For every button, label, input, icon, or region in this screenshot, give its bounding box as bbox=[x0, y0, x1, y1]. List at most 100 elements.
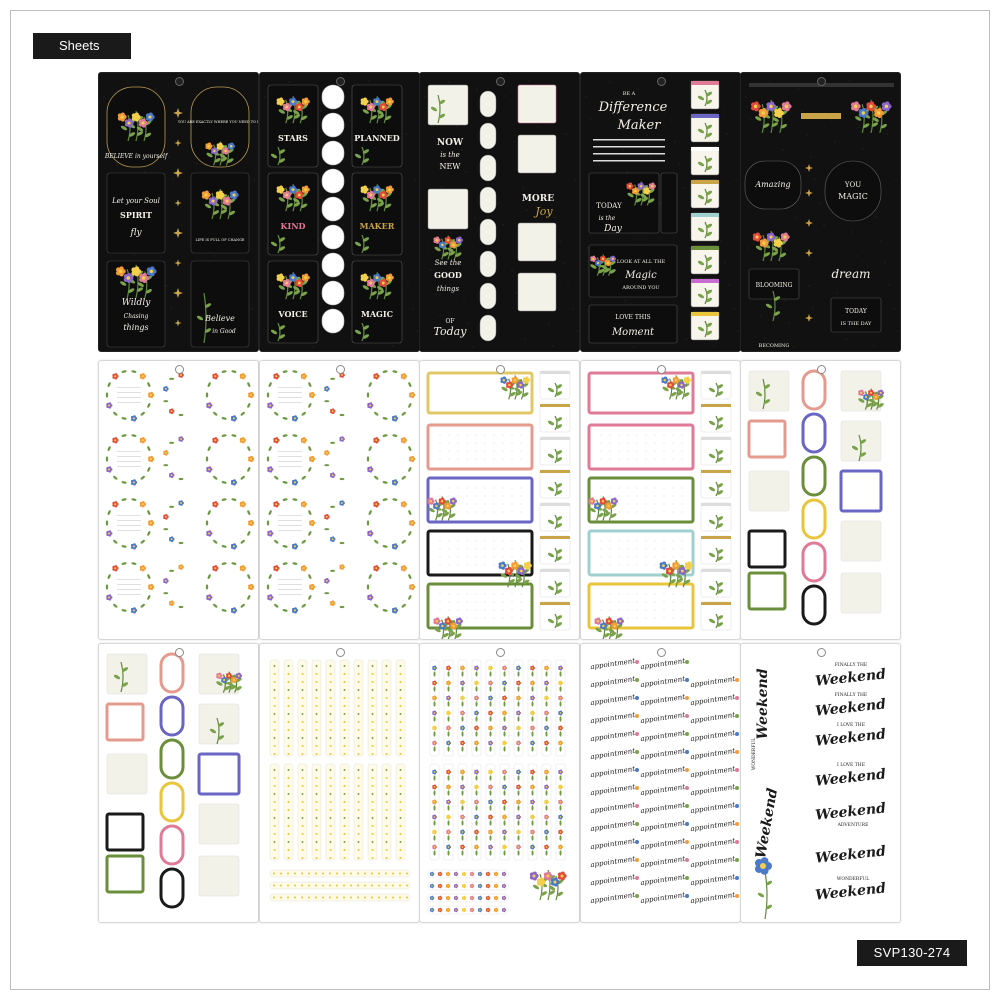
sticker-shape bbox=[475, 667, 478, 669]
sticker-shape bbox=[503, 712, 506, 714]
sticker-shape bbox=[321, 196, 345, 222]
sticker-shape bbox=[637, 88, 639, 90]
sticker-shape bbox=[447, 850, 450, 856]
sticker-shape bbox=[728, 284, 730, 286]
sticker-shape bbox=[140, 475, 145, 480]
sticker-shape bbox=[366, 584, 370, 590]
sticker-shape bbox=[340, 73, 342, 75]
sticker-shape bbox=[364, 872, 366, 875]
sticker-shape bbox=[689, 80, 691, 82]
sticker-shape bbox=[839, 469, 883, 513]
sticker-shape bbox=[645, 487, 647, 489]
sticker-shape bbox=[275, 503, 278, 506]
sticker-shape bbox=[559, 831, 562, 833]
sticker-shape bbox=[600, 609, 602, 611]
sticker-shape bbox=[249, 393, 253, 397]
sticker-shape bbox=[716, 391, 724, 396]
sticker-shape bbox=[735, 786, 739, 790]
sticker-shape bbox=[685, 714, 689, 718]
sticker-shape bbox=[805, 164, 813, 172]
sticker-text: YOU ARE EXACTLY WHERE YOU NEED TO BE bbox=[177, 120, 259, 124]
sticker-shape bbox=[465, 171, 467, 173]
sticker-shape bbox=[297, 763, 308, 861]
sticker-shape bbox=[399, 705, 402, 707]
sticker-shape bbox=[636, 487, 638, 489]
sticker-shape bbox=[503, 786, 506, 788]
sticker-shape bbox=[330, 441, 335, 444]
sticker-shape bbox=[895, 179, 897, 181]
sticker-shape bbox=[117, 397, 141, 398]
sticker-shape bbox=[663, 503, 665, 505]
sticker-shape bbox=[484, 593, 486, 595]
sticker-shape bbox=[517, 786, 520, 788]
sticker-shape bbox=[502, 487, 504, 489]
sticker-shape bbox=[669, 579, 676, 584]
sticker-shape bbox=[448, 251, 456, 256]
sticker-shape bbox=[691, 246, 719, 250]
sticker-text: LIFE IS FULL OF CHANGE bbox=[196, 238, 245, 242]
sticker-shape bbox=[636, 458, 638, 460]
sticker-shape bbox=[475, 450, 477, 452]
sticker-shape bbox=[213, 475, 218, 480]
sticker-shape bbox=[685, 786, 689, 790]
sticker-shape bbox=[434, 246, 441, 252]
sticker-shape bbox=[555, 549, 563, 554]
sticker-shape bbox=[517, 667, 520, 669]
sticker-shape bbox=[475, 442, 477, 444]
sticker-shape bbox=[369, 275, 373, 300]
sticker-shape bbox=[685, 378, 689, 382]
sticker-shape bbox=[520, 556, 522, 558]
sticker-shape bbox=[219, 153, 226, 159]
sticker-shape bbox=[603, 500, 611, 505]
sticker-shape bbox=[301, 857, 304, 859]
sticker-shape bbox=[479, 250, 497, 278]
sticker-shape bbox=[163, 592, 169, 595]
sticker-shape bbox=[776, 241, 780, 245]
sticker-shape bbox=[663, 378, 667, 382]
sticker-shape bbox=[287, 705, 290, 707]
sticker-shape bbox=[672, 487, 674, 489]
sticker-shape bbox=[293, 609, 296, 612]
sticker-shape bbox=[636, 617, 638, 619]
sticker-shape bbox=[385, 777, 388, 779]
sticker-shape bbox=[339, 659, 350, 757]
sticker-shape bbox=[547, 585, 555, 591]
sticker-shape bbox=[705, 132, 713, 138]
sticker-shape bbox=[735, 750, 739, 754]
sticker-shape bbox=[503, 716, 506, 722]
sticker-shape bbox=[472, 346, 474, 348]
sticker-shape bbox=[287, 884, 289, 887]
sticker-shape bbox=[836, 292, 838, 294]
sticker-shape bbox=[701, 569, 731, 572]
sticker-shape bbox=[448, 511, 450, 513]
sticker-shape bbox=[520, 593, 522, 595]
sticker-shape bbox=[120, 115, 124, 119]
sticker-text: IS THE DAY bbox=[841, 321, 872, 327]
sticker-shape bbox=[517, 701, 520, 707]
sticker-shape bbox=[663, 556, 665, 558]
sticker-shape bbox=[563, 262, 565, 264]
sticker-shape bbox=[514, 387, 521, 393]
sticker-sheet-r2-c2 bbox=[259, 360, 420, 640]
sticker-shape bbox=[716, 622, 724, 627]
sticker-shape bbox=[478, 239, 480, 241]
sticker-shape bbox=[697, 293, 705, 299]
sticker-shape bbox=[489, 686, 492, 692]
sticker-shape bbox=[196, 163, 198, 165]
sticker-shape bbox=[762, 234, 766, 262]
sticker-shape bbox=[441, 238, 445, 260]
sticker-shape bbox=[513, 141, 515, 143]
sticker-shape bbox=[539, 568, 571, 598]
sticker-shape bbox=[660, 172, 678, 234]
sticker-shape bbox=[531, 727, 534, 729]
sticker-shape bbox=[659, 202, 661, 204]
sticker-shape bbox=[408, 403, 412, 408]
sticker-shape bbox=[805, 314, 813, 322]
sticker-shape bbox=[343, 857, 346, 859]
sticker-shape bbox=[301, 539, 306, 544]
sticker-shape bbox=[105, 812, 145, 852]
sticker-shape bbox=[343, 872, 345, 875]
sticker-shape bbox=[550, 194, 552, 196]
sticker-shape bbox=[438, 99, 446, 105]
sticker-shape bbox=[329, 681, 332, 683]
